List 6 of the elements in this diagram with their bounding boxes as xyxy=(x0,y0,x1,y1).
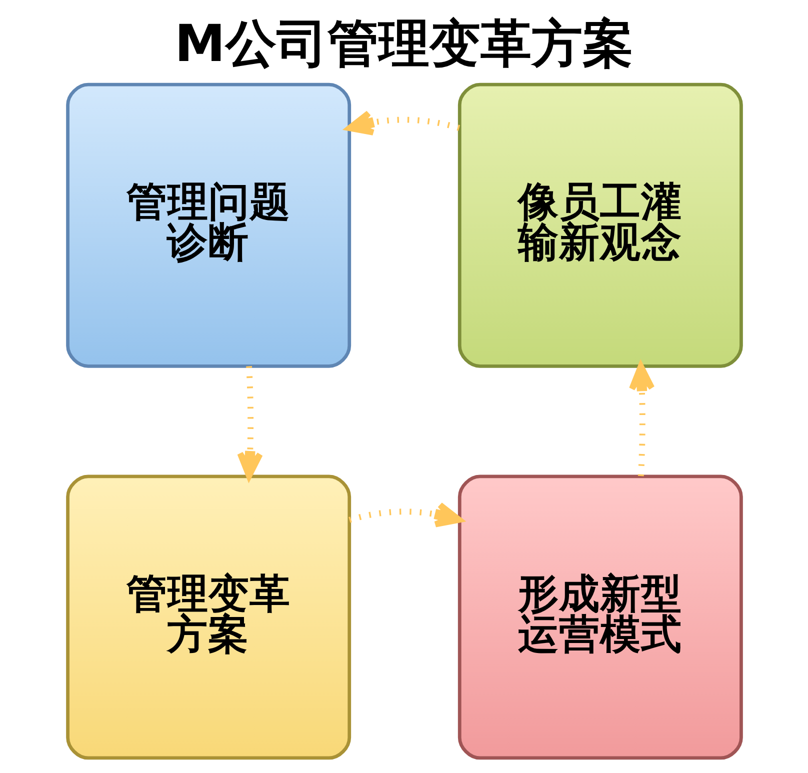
node-box: 管理问题诊断 xyxy=(66,82,351,368)
arrow xyxy=(346,110,460,136)
diagram-title: M公司管理变革方案 xyxy=(174,14,633,73)
node-box: 像员工灌输新观念 xyxy=(457,82,742,368)
node-box: 形成新型运营模式 xyxy=(457,474,742,760)
node-box: 管理变革方案 xyxy=(66,474,351,760)
